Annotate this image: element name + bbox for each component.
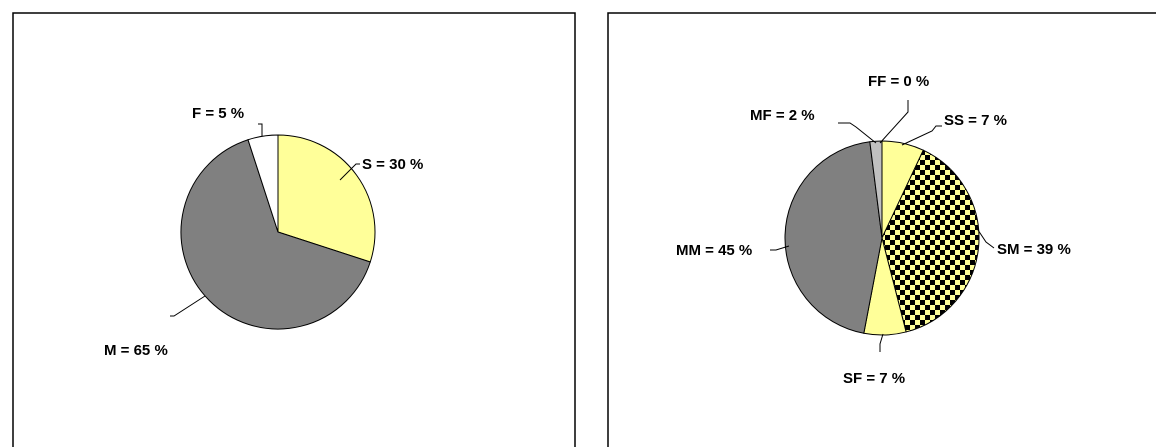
pie-chart-2 [784,140,980,336]
slice-label-sm: SM = 39 % [997,241,1071,258]
leader-lines-1 [170,123,360,317]
pie-chart-1 [180,134,376,330]
chart-panel-2: FF = 0 % SS = 7 % MF = 2 % SM = 39 % MM … [607,12,1156,447]
pie1-slice-0 [277,134,376,263]
leader-line-ss [901,125,942,146]
leader-line-s [339,163,360,181]
leader-line-m [170,295,206,317]
pie1-slice-1 [180,139,371,330]
leader-lines-2 [770,100,995,352]
slice-label-mm: MM = 45 % [676,242,752,259]
leader-line-ff [879,100,909,144]
slice-label-s: S = 30 % [362,156,423,173]
slice-label-m: M = 65 % [104,342,168,359]
slice-label-f: F = 5 % [192,105,244,122]
slice-label-ff: FF = 0 % [868,73,929,90]
slice-label-mf: MF = 2 % [750,107,815,124]
pie1-slice-2 [247,134,279,233]
pie2-slice-3 [784,141,883,334]
leader-line-mm [770,245,790,251]
slice-label-sf: SF = 7 % [843,370,905,387]
leader-line-sm [973,223,995,249]
leader-line-sf [879,333,884,352]
leader-line-f [258,123,263,136]
slice-label-ss: SS = 7 % [944,112,1007,129]
chart-panel-1: F = 5 % S = 30 % M = 65 % [12,12,576,447]
pie2-slice-1 [881,149,980,333]
leader-line-mf [838,122,877,144]
